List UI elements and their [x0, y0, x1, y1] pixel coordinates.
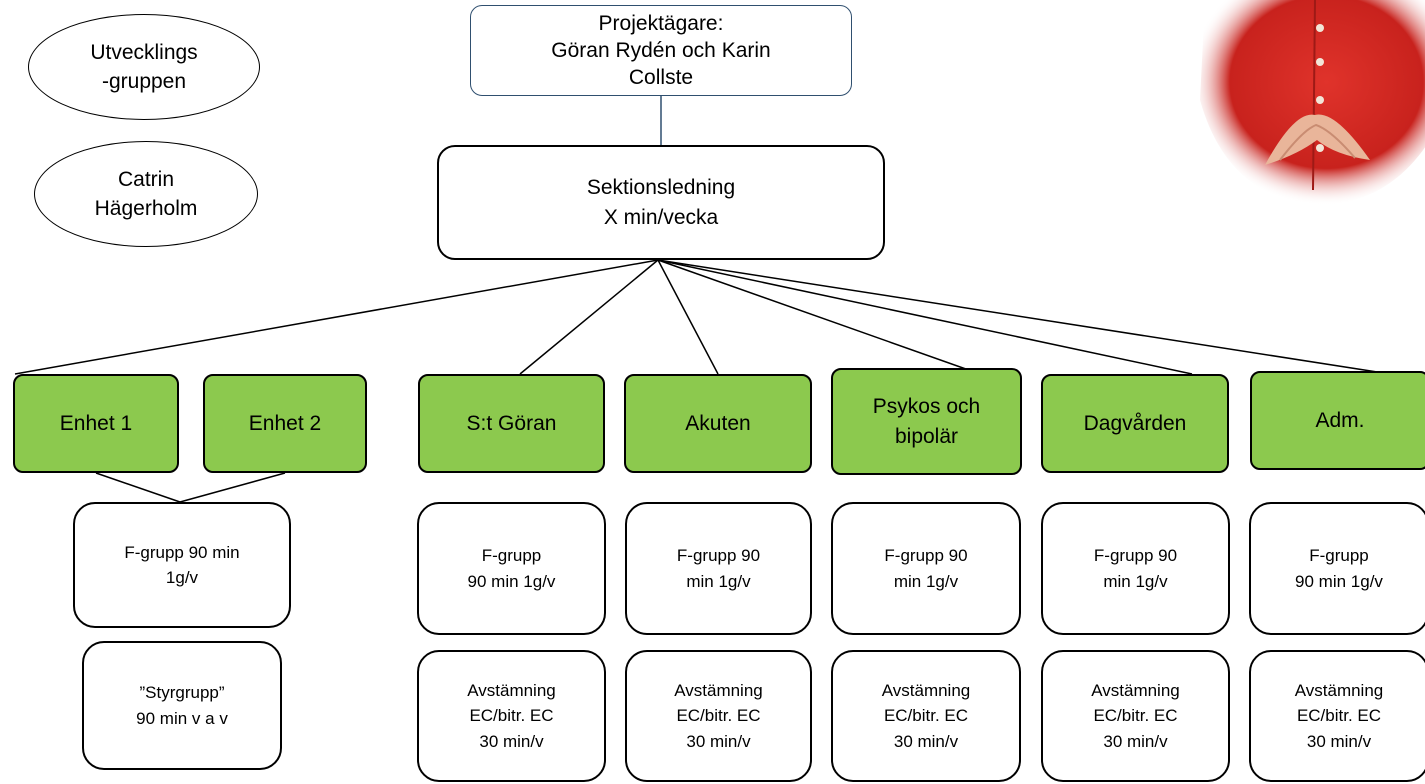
- utvecklingsgruppen-oval: Utvecklings -gruppen: [28, 14, 260, 120]
- task-label: Avstämning EC/bitr. EC 30 min/v: [1091, 680, 1180, 751]
- adm-avstamning-box: Avstämning EC/bitr. EC 30 min/v: [1249, 650, 1425, 782]
- unit-enhet-2: Enhet 2: [203, 374, 367, 473]
- task-label: F-grupp 90 min 1g/v: [1295, 546, 1383, 591]
- person-figure-icon: [1200, 0, 1425, 206]
- section-management-box: Sektionsledning X min/vecka: [437, 145, 885, 260]
- dagvarden-fgrupp-box: F-grupp 90 min 1g/v: [1041, 502, 1230, 635]
- akuten-fgrupp-box: F-grupp 90 min 1g/v: [625, 502, 812, 635]
- unit-label: Psykos och bipolär: [872, 395, 981, 448]
- task-label: F-grupp 90 min 1g/v: [1093, 546, 1178, 591]
- task-label: ”Styrgrupp” 90 min v a v: [136, 683, 228, 728]
- task-label: Avstämning EC/bitr. EC 30 min/v: [467, 680, 556, 751]
- adm-fgrupp-box: F-grupp 90 min 1g/v: [1249, 502, 1425, 635]
- task-label: F-grupp 90 min 1g/v: [884, 546, 968, 591]
- unit-label: Enhet 2: [248, 411, 322, 435]
- akuten-avstamning-box: Avstämning EC/bitr. EC 30 min/v: [625, 650, 812, 782]
- task-label: Avstämning EC/bitr. EC 30 min/v: [674, 680, 763, 751]
- unit-label: S:t Göran: [466, 411, 557, 435]
- dagvarden-avstamning-box: Avstämning EC/bitr. EC 30 min/v: [1041, 650, 1230, 782]
- task-label: F-grupp 90 min 1g/v: [676, 546, 761, 591]
- st-goran-avstamning-box: Avstämning EC/bitr. EC 30 min/v: [417, 650, 606, 782]
- project-owner-box: Projektägare: Göran Rydén och Karin Coll…: [470, 5, 852, 96]
- management-to-adm-line: [657, 259, 1391, 375]
- psykos-avstamning-box: Avstämning EC/bitr. EC 30 min/v: [831, 650, 1021, 782]
- unit-dagvarden: Dagvården: [1041, 374, 1229, 473]
- unit-label: Akuten: [685, 411, 751, 435]
- unit-psykos-och-bipolar: Psykos och bipolär: [831, 368, 1022, 475]
- st-goran-fgrupp-box: F-grupp 90 min 1g/v: [417, 502, 606, 635]
- management-to-st-goran-line: [519, 259, 659, 375]
- task-label: F-grupp 90 min 1g/v: [467, 546, 556, 591]
- unit-label: Adm.: [1315, 408, 1365, 432]
- enhet1-to-fgrupp-line: [95, 472, 181, 503]
- management-to-akuten-line: [657, 259, 719, 375]
- section-management-label: Sektionsledning X min/vecka: [586, 176, 736, 229]
- enhet2-to-fgrupp-line: [179, 472, 286, 503]
- unit-label: Enhet 1: [59, 411, 133, 435]
- oval-label: Utvecklings -gruppen: [90, 40, 198, 93]
- enhet-fgrupp-box: F-grupp 90 min 1g/v: [73, 502, 291, 628]
- management-to-psykos-line: [657, 259, 981, 375]
- unit-st-goran: S:t Göran: [418, 374, 605, 473]
- project-owner-label: Projektägare: Göran Rydén och Karin Coll…: [551, 11, 771, 90]
- task-label: Avstämning EC/bitr. EC 30 min/v: [1294, 680, 1384, 751]
- catrin-hagerholm-oval: Catrin Hägerholm: [34, 141, 258, 247]
- management-to-enhet-line: [14, 259, 659, 375]
- unit-label: Dagvården: [1083, 411, 1187, 435]
- task-label: F-grupp 90 min 1g/v: [124, 542, 240, 588]
- unit-enhet-1: Enhet 1: [13, 374, 179, 473]
- unit-adm: Adm.: [1250, 371, 1425, 470]
- task-label: Avstämning EC/bitr. EC 30 min/v: [881, 680, 971, 751]
- psykos-fgrupp-box: F-grupp 90 min 1g/v: [831, 502, 1021, 635]
- unit-akuten: Akuten: [624, 374, 812, 473]
- management-to-dagvarden-line: [657, 259, 1193, 375]
- oval-label: Catrin Hägerholm: [94, 167, 198, 220]
- enhet-styrgrupp-box: ”Styrgrupp” 90 min v a v: [82, 641, 282, 770]
